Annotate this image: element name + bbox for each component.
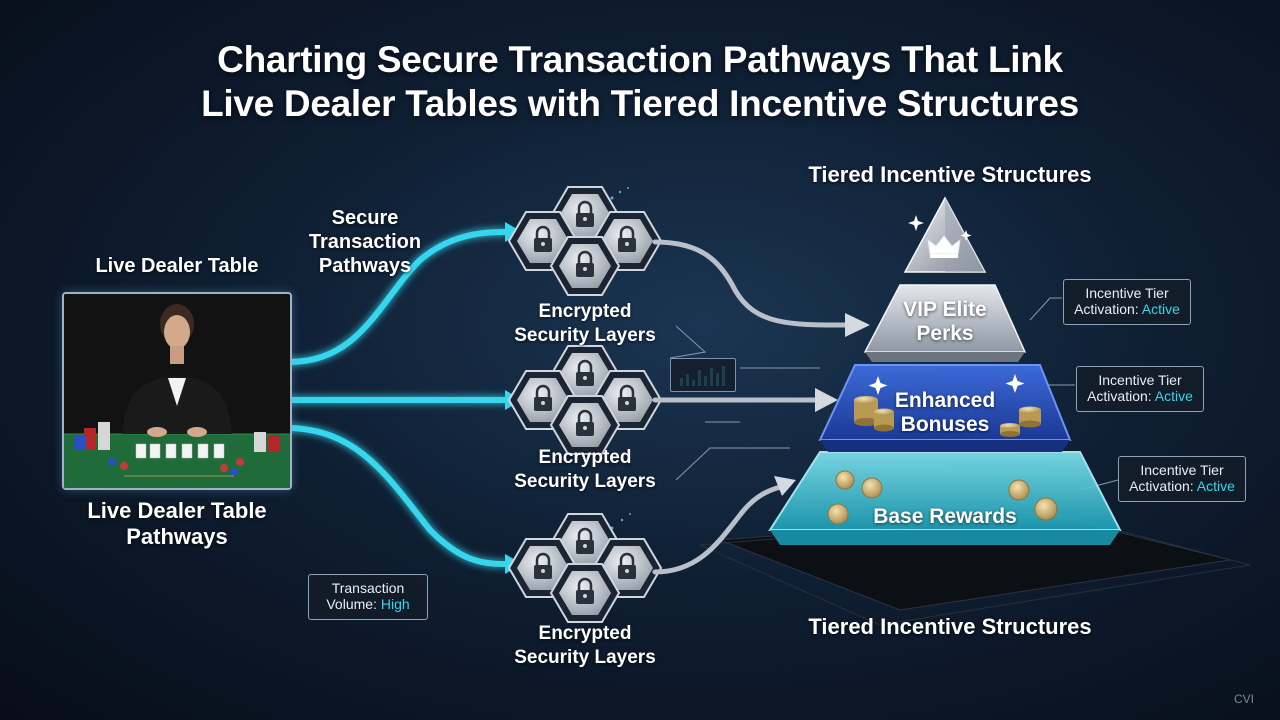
security-layer-1-line-1: Encrypted [538, 301, 632, 322]
activation-base-value: Active [1196, 478, 1235, 494]
page-title: Charting Secure Transaction Pathways Tha… [0, 38, 1280, 126]
security-layer-1-line-2: Security Layers [514, 325, 656, 346]
title-line-2: Live Dealer Tables with Tiered Incentive… [201, 83, 1079, 124]
coin-icon [827, 470, 1058, 525]
security-layer-3-line-2: Security Layers [514, 647, 656, 668]
tier-vip-line-2: Perks [916, 322, 974, 345]
activation-enhanced-prefix: Activation: [1087, 388, 1155, 404]
title-line-1: Charting Secure Transaction Pathways Tha… [217, 39, 1063, 80]
watermark: CVI [1233, 692, 1254, 706]
pathway-bottom [287, 425, 508, 567]
security-layer-2-line-1: Encrypted [538, 447, 632, 468]
connector-base [652, 484, 783, 575]
incentive-pyramid [768, 196, 1122, 545]
tier-enhanced-line-1: Enhanced [894, 389, 996, 412]
connector-vip [652, 239, 848, 328]
security-layer-label-2: Encrypted Security Layers [500, 446, 670, 494]
connector-base-arrow-icon [774, 476, 796, 496]
activation-vip-value: Active [1141, 301, 1180, 317]
connector-vip-arrow-icon [845, 313, 870, 337]
lock-cluster-middle [507, 344, 663, 456]
transaction-volume-line-1: Transaction [331, 580, 405, 596]
dealer-scene [64, 294, 290, 488]
activation-vip-line-1: Incentive Tier [1085, 285, 1169, 301]
transaction-mini-chart [670, 358, 736, 392]
security-layer-2-line-2: Security Layers [514, 471, 656, 492]
activation-enhanced-value: Active [1154, 388, 1193, 404]
transaction-volume-prefix: Volume: [326, 596, 381, 612]
dealer-bottom-label-line-2: Pathways [126, 524, 228, 549]
tier-base-line-1: Base Rewards [873, 505, 1017, 528]
tier-vip-label: VIP Elite Perks [870, 298, 1020, 346]
tier-enhanced-line-2: Bonuses [900, 413, 990, 436]
security-layer-label-3: Encrypted Security Layers [500, 622, 670, 670]
activation-box-base: Incentive Tier Activation: Active [1118, 456, 1246, 502]
activation-box-vip: Incentive Tier Activation: Active [1063, 279, 1191, 325]
dealer-bottom-label-line-1: Live Dealer Table [87, 498, 267, 523]
tier-base-label: Base Rewards [860, 505, 1030, 529]
pathways-label: Secure Transaction Pathways [300, 206, 430, 278]
dealer-top-label: Live Dealer Table [95, 255, 259, 277]
pathways-label-line-3: Pathways [318, 255, 412, 277]
pathways-label-line-1: Secure [331, 207, 399, 229]
activation-enhanced-line-1: Incentive Tier [1098, 372, 1182, 388]
security-layer-3-line-1: Encrypted [538, 623, 632, 644]
tier-enhanced-label: Enhanced Bonuses [870, 389, 1020, 437]
incentives-top-label: Tiered Incentive Structures [808, 162, 1092, 187]
pathways-label-line-2: Transaction [308, 231, 422, 253]
activation-base-prefix: Activation: [1129, 478, 1197, 494]
activation-base-line-1: Incentive Tier [1140, 462, 1224, 478]
transaction-volume-box: Transaction Volume: High [308, 574, 428, 620]
dealer-face [164, 315, 190, 349]
lock-cluster-top [507, 185, 663, 297]
crown-icon [927, 235, 961, 258]
connector-enhanced-arrow-icon [815, 388, 838, 412]
lock-cluster-bottom [507, 512, 663, 624]
tier-vip-line-1: VIP Elite [903, 298, 987, 321]
transaction-volume-value: High [380, 596, 410, 612]
activation-vip-prefix: Activation: [1074, 301, 1142, 317]
dealer-image [62, 292, 292, 490]
activation-box-enhanced: Incentive Tier Activation: Active [1076, 366, 1204, 412]
incentives-bottom-label: Tiered Incentive Structures [808, 614, 1092, 639]
pathway-top [287, 229, 508, 365]
coin-stack-icon [854, 396, 1041, 437]
dealer-bottom-label: Live Dealer Table Pathways [62, 498, 292, 550]
security-layer-label-1: Encrypted Security Layers [500, 300, 670, 348]
